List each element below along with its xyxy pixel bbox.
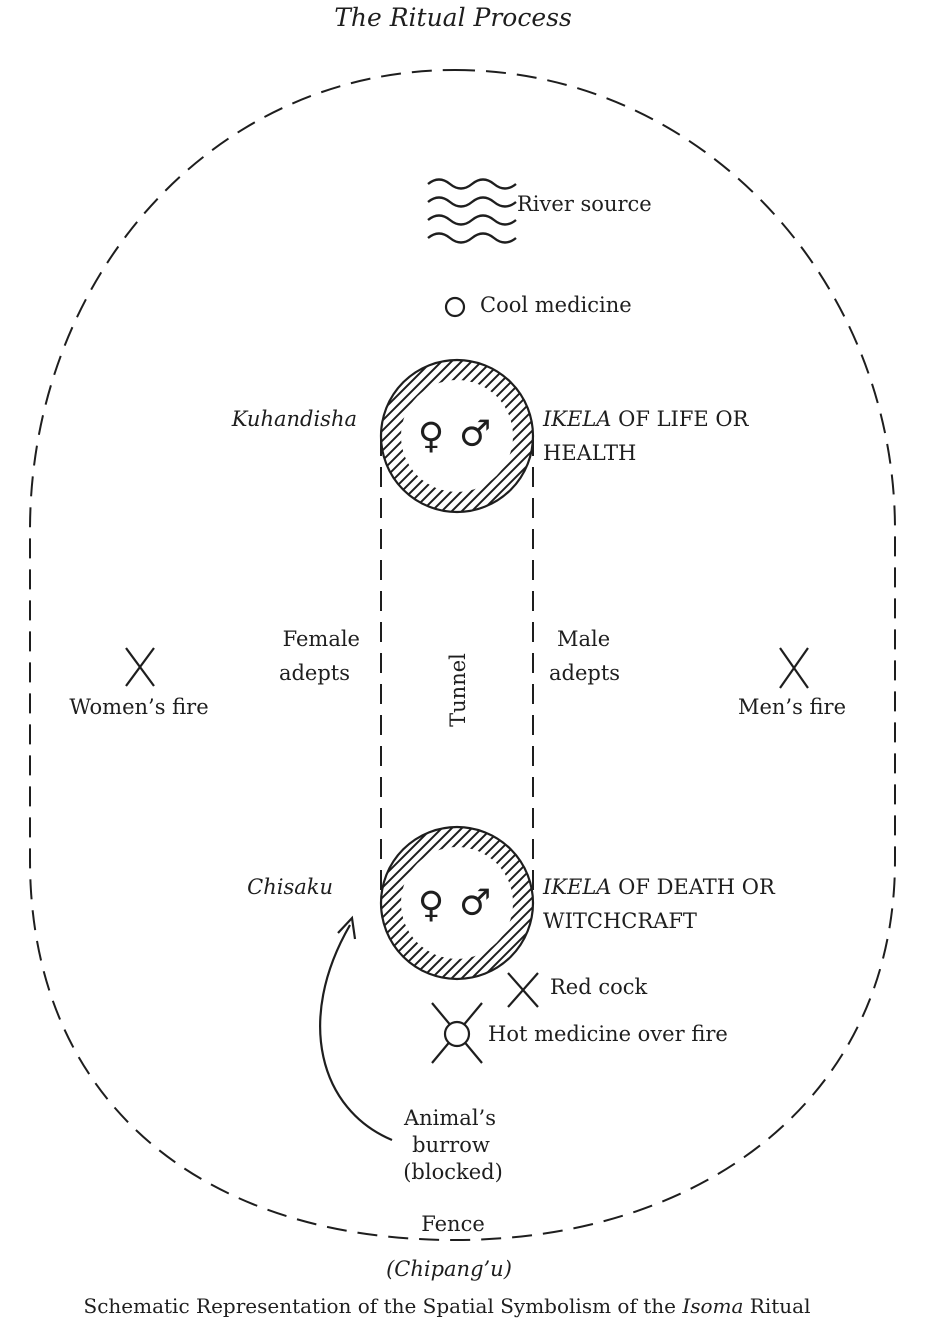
hatch-line <box>537 356 697 516</box>
hatch-line <box>217 356 377 516</box>
burrow-label-3: (blocked) <box>403 1160 503 1184</box>
hatch-line <box>526 827 533 979</box>
hatch-line <box>476 827 533 979</box>
fence-enclosure <box>29 68 896 1242</box>
red-cock-cross-icon <box>507 972 539 1008</box>
hatch-line <box>466 360 533 512</box>
hatch-line <box>466 827 533 979</box>
hatch-line <box>381 827 458 979</box>
hatch-line <box>381 360 418 512</box>
hatch-line <box>381 827 398 979</box>
hatch-line <box>217 823 377 983</box>
male-adepts-label-2: adepts <box>549 661 620 685</box>
mens-fire-cross-icon <box>779 647 809 689</box>
hatch-line <box>381 827 408 979</box>
red-cock-label: Red cock <box>550 975 648 999</box>
hatch-line <box>381 360 458 512</box>
hot-medicine-label: Hot medicine over fire <box>488 1022 728 1046</box>
hatch-line <box>381 827 438 979</box>
ikela-death-label-line2: WITCHCRAFT <box>543 909 697 933</box>
female-adepts-label-2: adepts <box>279 661 350 685</box>
hatch-line <box>496 827 533 979</box>
hatch-line <box>456 360 533 512</box>
hatch-line <box>526 360 533 512</box>
mens-fire-label: Men’s fire <box>738 695 846 719</box>
hatch-line <box>381 360 448 512</box>
hatch-line <box>381 827 448 979</box>
hatch-line <box>381 827 388 979</box>
page-title: The Ritual Process <box>334 3 572 32</box>
hatch-line <box>381 360 408 512</box>
chisaku-label: Chisaku <box>247 875 333 899</box>
river-source-label: River source <box>517 192 652 216</box>
hatch-line <box>381 360 398 512</box>
hatch-line <box>456 827 533 979</box>
ikela-life-pit: ♀ ♂ <box>217 356 697 516</box>
ikela-death-label-line1: IKELA OF DEATH OR <box>542 875 776 899</box>
tunnel-label: Tunnel <box>446 653 470 727</box>
hatch-line <box>381 827 418 979</box>
cool-medicine-circle-icon <box>444 296 466 318</box>
ikela-life-label-line2: HEALTH <box>543 441 636 465</box>
ikela-life-label-line1: IKELA OF LIFE OR <box>542 407 750 431</box>
hatch-line <box>476 360 533 512</box>
male-adepts-label-1: Male <box>557 627 610 651</box>
hatch-line <box>381 360 388 512</box>
burrow-label-1: Animal’s <box>403 1106 496 1130</box>
womens-fire-label: Women’s fire <box>69 695 208 719</box>
hatch-line <box>516 827 533 979</box>
hatch-line <box>496 360 533 512</box>
female-symbol-top: ♀ <box>418 416 444 457</box>
cool-medicine-label: Cool medicine <box>480 293 632 317</box>
arrow-icon <box>319 915 393 1142</box>
hatch-line <box>537 823 697 983</box>
male-symbol-bottom: ♂ <box>459 883 491 924</box>
river-waves-icon <box>427 178 517 244</box>
female-symbol-bottom: ♀ <box>418 885 444 926</box>
hot-medicine-icon <box>431 1002 483 1064</box>
hatch-line <box>506 360 533 512</box>
chipangu-label: (Chipang’u) <box>386 1257 512 1281</box>
male-symbol-top: ♂ <box>459 414 491 455</box>
womens-fire-cross-icon <box>125 647 155 687</box>
hatch-line <box>506 827 533 979</box>
fence-label: Fence <box>421 1212 485 1236</box>
hatch-line <box>381 360 438 512</box>
ikela-death-pit: ♀ ♂ <box>217 823 697 983</box>
female-adepts-label-1: Female <box>283 627 360 651</box>
figure-caption: Schematic Representation of the Spatial … <box>84 1294 811 1318</box>
hatch-line <box>516 360 533 512</box>
kuhandisha-label: Kuhandisha <box>231 407 357 431</box>
burrow-label-2: burrow <box>412 1133 490 1157</box>
